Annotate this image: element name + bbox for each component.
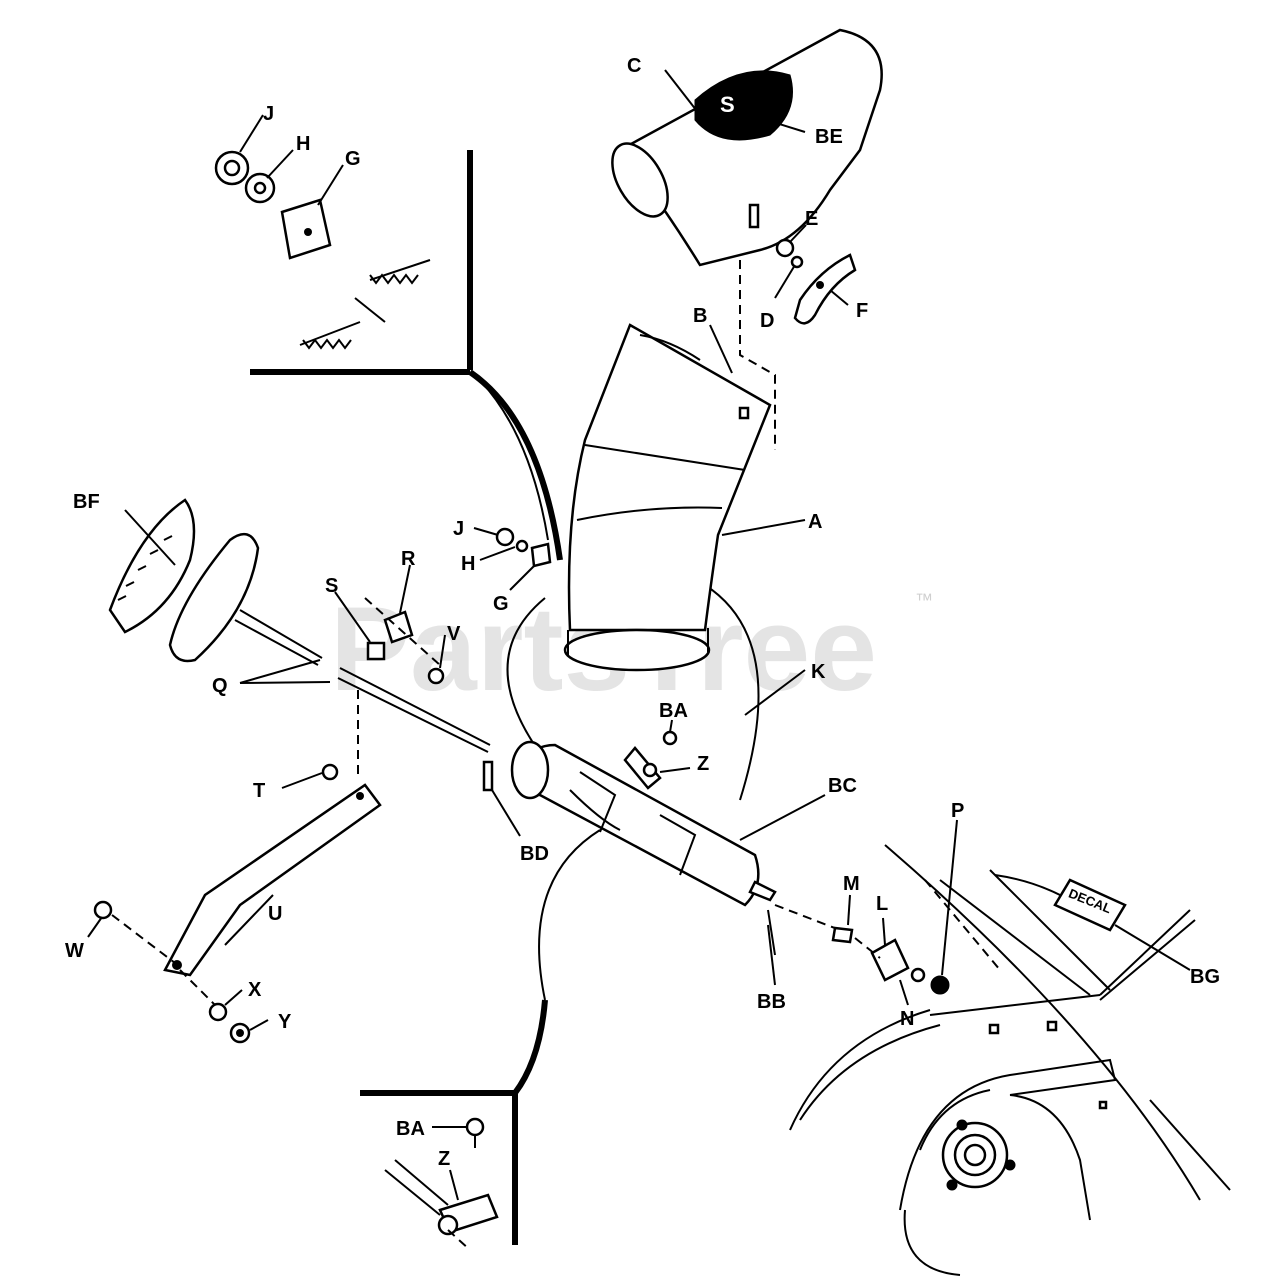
hardware-chute [495,527,552,568]
callout-e: E [805,208,818,230]
nut-dashes [179,969,221,1011]
hardware-crank-dashes [364,597,441,666]
screw-d [790,255,804,269]
bolt-t [321,763,339,781]
callout-z: Z [697,753,709,775]
clip-bracket [623,746,662,790]
callout-r: R [401,548,416,570]
callout-q: Q [212,675,228,697]
callout-bd: BD [520,843,549,865]
washer-x [208,1002,228,1022]
shaft-dashes [774,904,841,931]
callout-p: P [951,800,964,822]
pin-bd [482,760,494,792]
callout-t: T [253,780,265,802]
callout-labels: C BE E D F B A J H G J H G BF R S V Q K … [65,55,1220,1170]
callout-l: L [876,893,888,915]
callout-n: N [900,1008,914,1030]
pin-bb [767,909,776,956]
callout-w: W [65,940,84,962]
callout-a: A [808,511,822,533]
callout-x: X [248,979,262,1001]
frame-assembly [789,844,1231,1276]
pivot-bracket [793,253,857,325]
callout-k: K [811,661,826,683]
callout-ba: BA [659,700,688,722]
callout-s: S [325,575,338,597]
hardware-top-left [214,150,332,260]
deflector-guide-dashes [739,260,776,450]
callout-y: Y [278,1011,292,1033]
decal-tag: DECAL [994,874,1127,932]
callout-be: BE [815,126,843,148]
crank-rod [339,667,491,746]
discharge-chute [563,323,772,672]
callout-z-inset: Z [438,1148,450,1170]
bolt-w [93,900,113,920]
crank-rod-lower [337,677,489,753]
screw-ba [662,730,678,746]
p-dashes [924,879,1001,971]
callout-d: D [760,310,774,332]
callout-g-chute: G [493,593,509,615]
leader-lines [87,69,1191,1201]
callout-u: U [268,903,282,925]
bracket-arm [163,783,382,977]
inset-hardware [384,1117,499,1251]
gear-housing [510,740,777,907]
callout-bb: BB [757,991,786,1013]
callout-b: B [693,305,707,327]
callout-c: C [627,55,641,77]
callout-bg: BG [1190,966,1220,988]
callout-j-chute: J [453,518,464,540]
hardware-right-dashes [854,937,881,959]
hardware-right [831,926,950,995]
callout-h-top: H [296,133,310,155]
callout-f: F [856,300,868,322]
bolt-w-dashes [111,914,176,964]
chute-base-curve [506,584,760,1001]
callout-g-top: G [345,148,361,170]
lower-housing-outline [360,999,548,1245]
callout-m: M [843,873,860,895]
callout-h-chute: H [461,553,475,575]
callout-bc: BC [828,775,857,797]
springs [299,259,431,350]
callout-v: V [447,623,461,645]
washer-e [775,238,795,258]
callout-j-top: J [263,103,274,125]
deflector-logo: S [720,92,735,117]
callout-ba-inset: BA [396,1118,425,1140]
crank-handle [108,498,323,666]
watermark-trademark: ™ [915,590,933,610]
hardware-crank [366,610,445,685]
housing-outline [250,150,563,561]
chute-deflector: S [611,28,883,267]
callout-bf: BF [73,491,100,513]
